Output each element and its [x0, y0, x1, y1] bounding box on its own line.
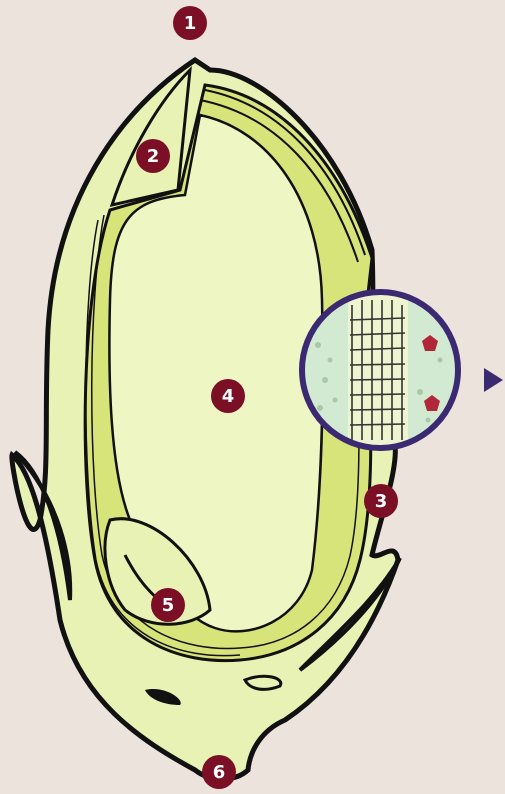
magnifier-circle [302, 292, 458, 448]
marker-3-label: 3 [375, 491, 388, 512]
marker-2-label: 2 [147, 146, 160, 167]
marker-6: 6 [202, 755, 236, 789]
next-arrow-icon[interactable] [484, 368, 503, 392]
marker-4-label: 4 [222, 386, 235, 407]
marker-1-label: 1 [184, 13, 197, 34]
marker-4: 4 [211, 379, 245, 413]
marker-2: 2 [136, 139, 170, 173]
marker-3: 3 [364, 484, 398, 518]
base-slit-right [245, 676, 281, 689]
marker-6-label: 6 [213, 762, 226, 783]
marker-1: 1 [173, 6, 207, 40]
marker-5: 5 [151, 588, 185, 622]
marker-5-label: 5 [162, 595, 175, 616]
